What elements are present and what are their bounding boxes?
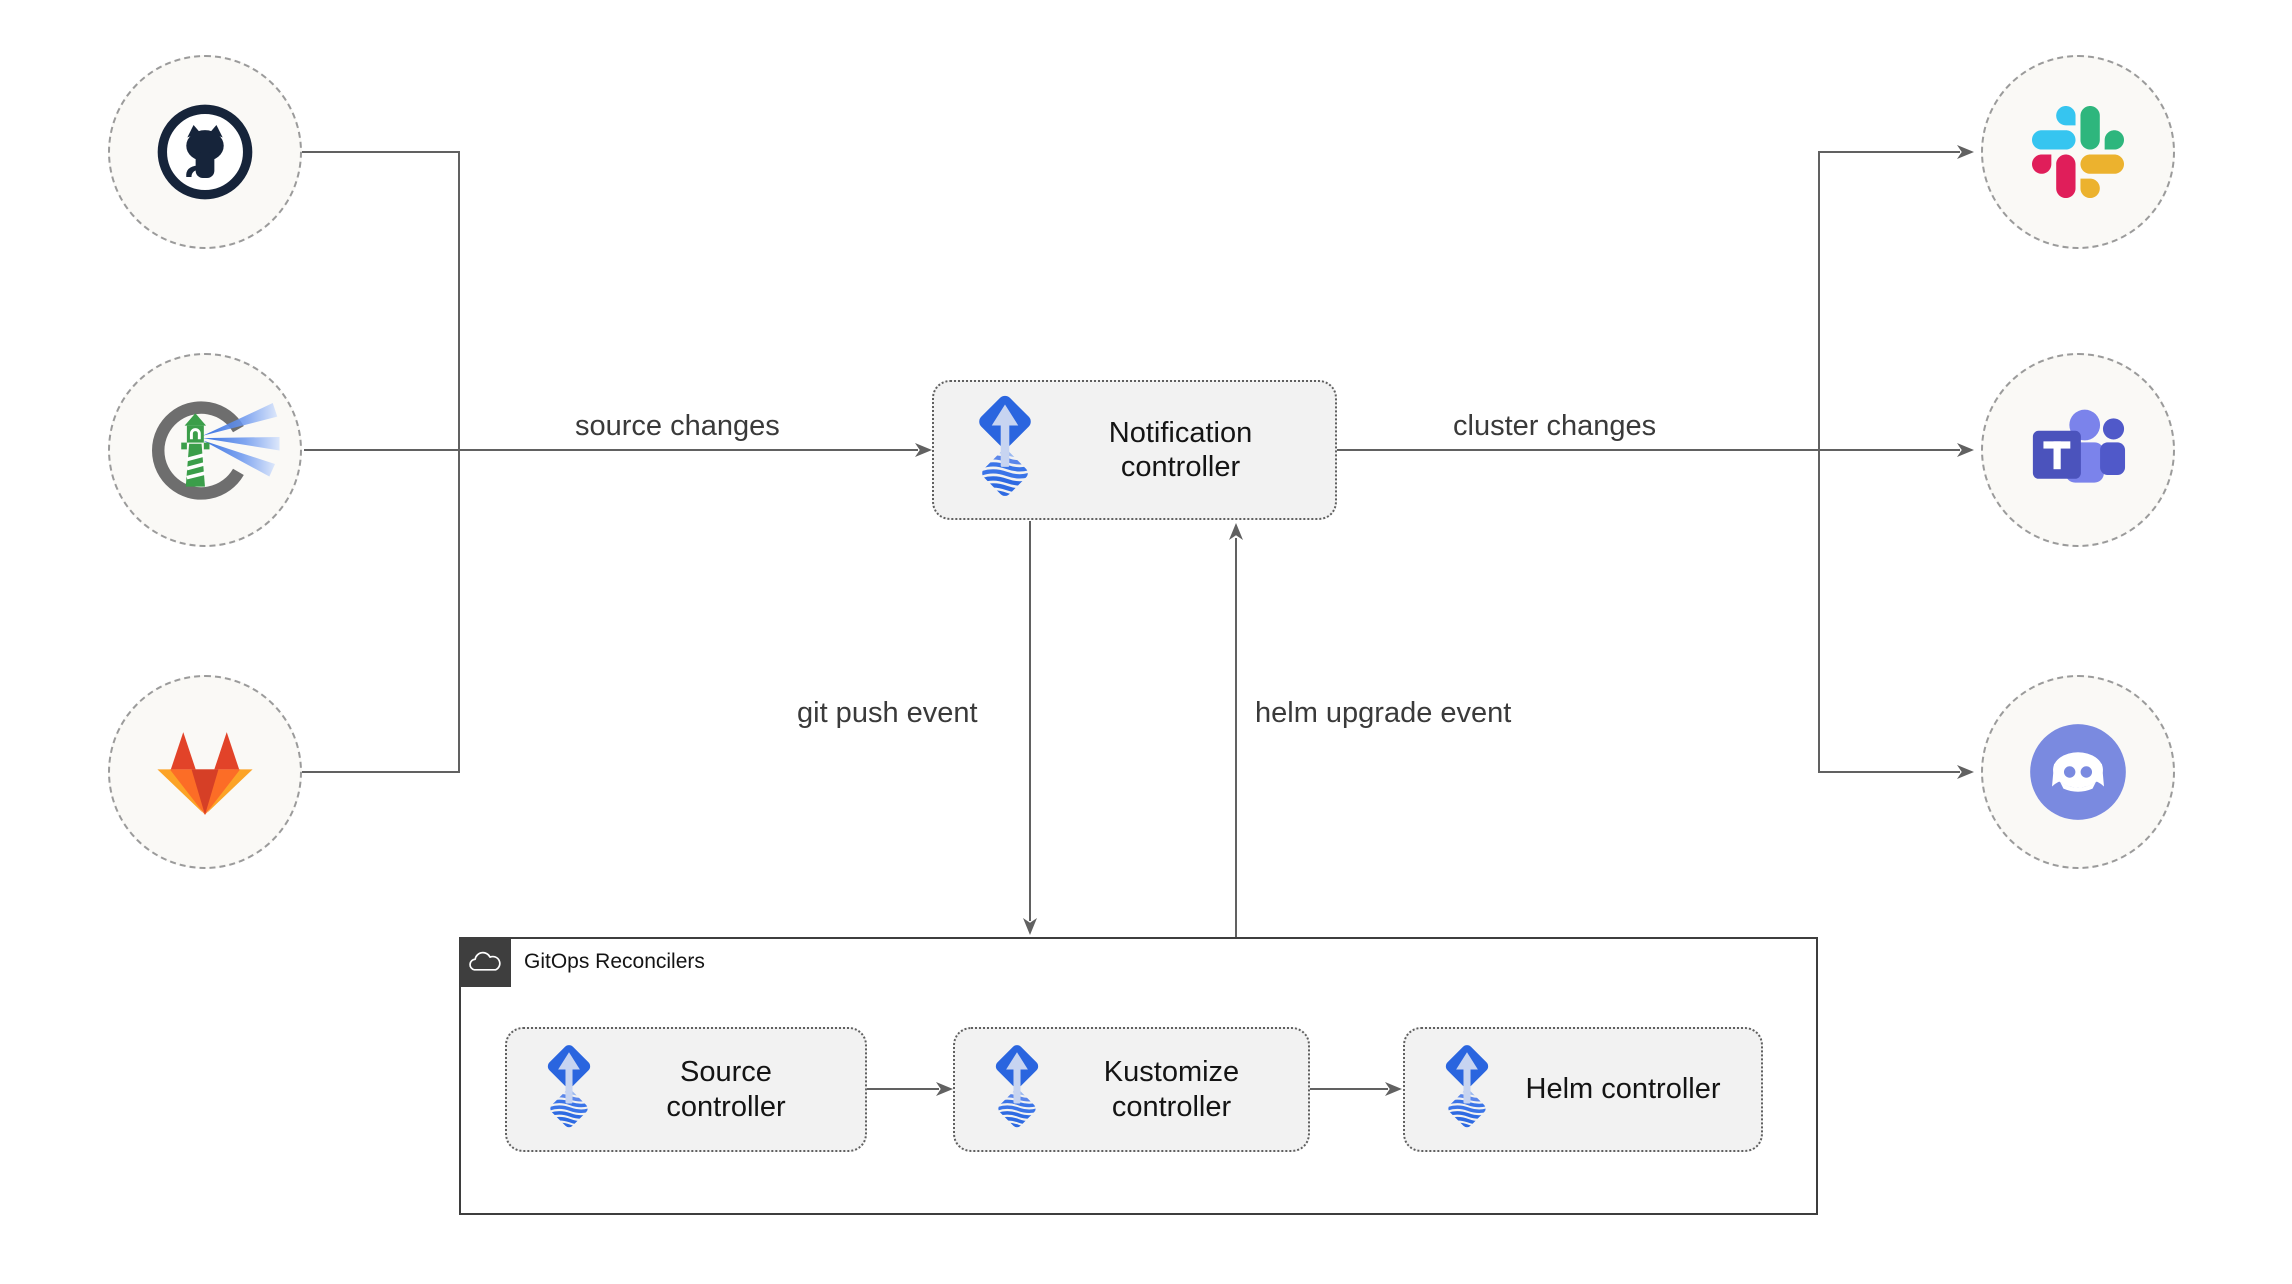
edge-to-discord <box>1819 771 1960 773</box>
edge-left-trunk <box>458 151 460 773</box>
slack-icon <box>2032 106 2124 198</box>
edge-to-slack <box>1819 151 1960 153</box>
edge-label-cluster-changes: cluster changes <box>1453 410 1657 442</box>
gitlab-icon <box>153 728 257 817</box>
flux-icon <box>537 1042 601 1138</box>
edge-helm-upgrade <box>1235 538 1237 937</box>
notification-controller-node[interactable]: Notification controller <box>932 380 1337 520</box>
helm-controller-node[interactable]: Helm controller <box>1403 1027 1763 1152</box>
notification-controller-label: Notification controller <box>1108 416 1253 483</box>
gitops-reconcilers-title: GitOps Reconcilers <box>524 950 705 973</box>
gitops-reconcilers-badge <box>459 937 511 987</box>
github-icon <box>153 100 257 204</box>
discord-icon <box>2026 720 2130 824</box>
flux-icon <box>1435 1042 1499 1138</box>
edge-label-helm-upgrade: helm upgrade event <box>1255 697 1512 729</box>
kustomize-controller-label: Kustomize controller <box>1103 1056 1240 1123</box>
edge-github-junction <box>302 151 460 153</box>
github-node[interactable] <box>108 55 302 249</box>
ms-teams-node[interactable] <box>1981 353 2175 547</box>
cloud-icon <box>467 949 503 976</box>
edge-git-push <box>1029 521 1031 921</box>
flux-icon <box>966 392 1044 509</box>
edge-label-git-push: git push event <box>797 697 978 729</box>
edge-cluster-changes <box>1337 449 1960 451</box>
slack-node[interactable] <box>1981 55 2175 249</box>
edge-source-changes <box>304 449 918 451</box>
harbor-lighthouse-icon <box>146 394 282 507</box>
discord-node[interactable] <box>1981 675 2175 869</box>
harbor-node[interactable] <box>108 353 302 547</box>
edge-label-source-changes: source changes <box>575 410 780 442</box>
flux-icon <box>985 1042 1049 1138</box>
gitlab-node[interactable] <box>108 675 302 869</box>
source-controller-node[interactable]: Source controller <box>505 1027 867 1152</box>
edge-source-to-kustomize <box>867 1088 939 1090</box>
ms-teams-icon <box>2025 402 2131 498</box>
source-controller-label: Source controller <box>666 1056 786 1123</box>
edge-gitlab-junction <box>302 771 460 773</box>
edge-kustomize-to-helm <box>1310 1088 1388 1090</box>
helm-controller-label: Helm controller <box>1525 1073 1721 1106</box>
kustomize-controller-node[interactable]: Kustomize controller <box>953 1027 1310 1152</box>
edge-right-trunk <box>1818 151 1820 773</box>
